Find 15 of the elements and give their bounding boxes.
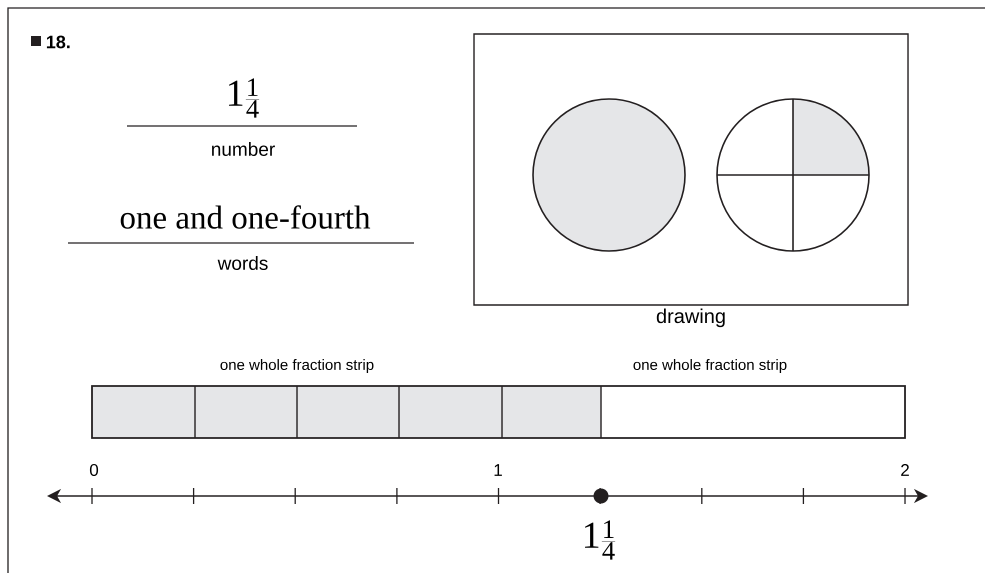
question-number: 18.	[46, 36, 70, 48]
line-caption: words	[218, 256, 268, 270]
node-label: drawing	[656, 308, 725, 328]
shaded-circle	[532, 98, 686, 252]
written-answer: one and one-fourth	[120, 205, 370, 229]
tick-label: 1	[494, 464, 502, 476]
drawing-frame: drawing	[473, 33, 909, 328]
line-caption: number	[212, 142, 275, 156]
strip-label: one whole fraction strip	[220, 359, 374, 373]
quartered-circle	[716, 98, 870, 252]
strip-label: one whole fraction strip	[634, 359, 786, 373]
tick-label: 2	[901, 464, 909, 476]
mixed-number: $\mathrm{1\frac{1}{4}}$	[229, 78, 260, 118]
tick-label: 0	[90, 464, 98, 476]
point-label: $\mathrm{1\frac{1}{4}}$	[585, 520, 616, 560]
